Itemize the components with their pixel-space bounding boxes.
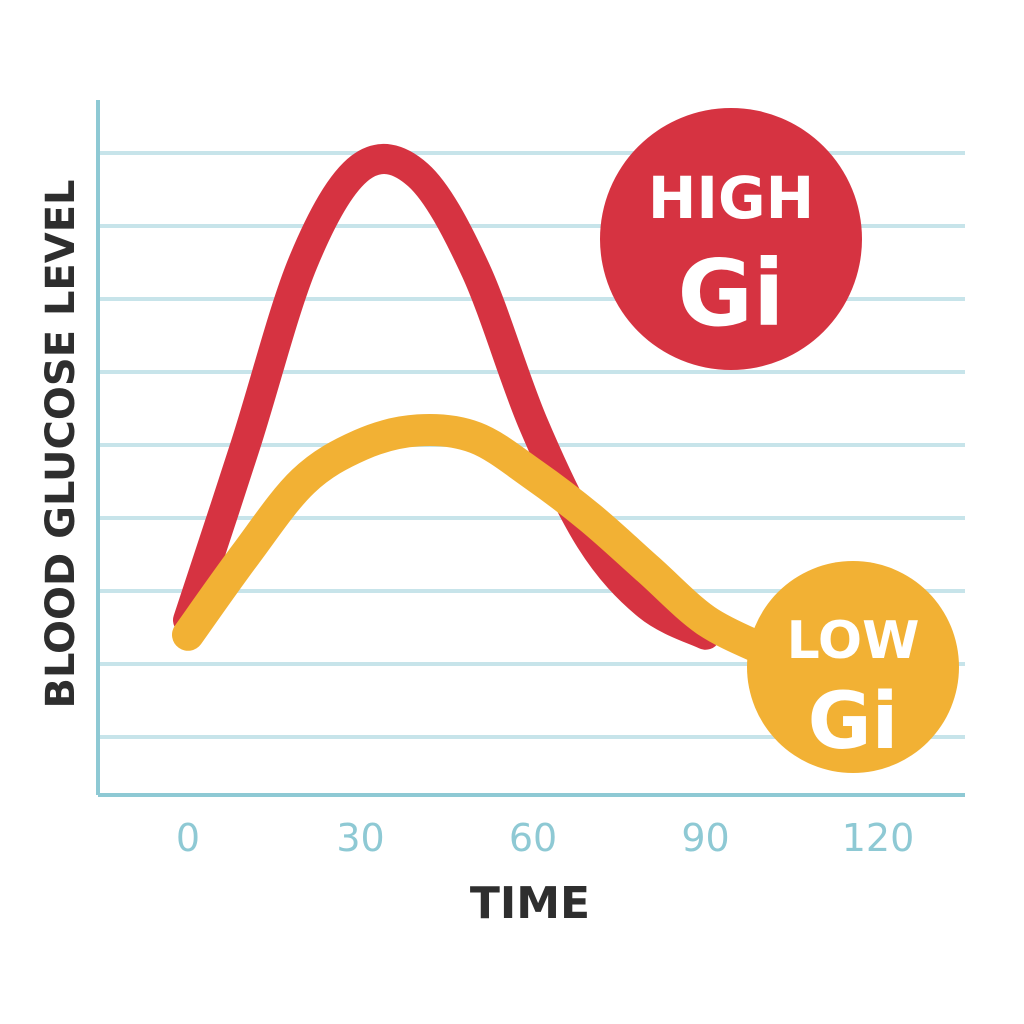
x-tick-label: 60 [509, 816, 557, 860]
x-tick-label: 120 [842, 816, 915, 860]
high-gi-badge-line2: Gi [677, 240, 784, 347]
low-gi-badge-line1: LOW [787, 611, 920, 671]
series-lines [172, 144, 779, 666]
low-gi-badge-line2: Gi [808, 677, 899, 767]
axes [96, 100, 965, 797]
x-tick-label: 0 [176, 816, 200, 860]
series-line-high-gi [173, 144, 721, 650]
low-gi-badge-circle [747, 561, 959, 773]
y-axis-title: BLOOD GLUCOSE LEVEL [38, 179, 84, 708]
high-gi-badge-circle [600, 108, 862, 370]
high-gi-badge-line1: HIGH [648, 164, 814, 232]
high-gi-badge: HIGH Gi [600, 108, 862, 370]
x-tick-labels: 0 30 60 90 120 [176, 816, 914, 860]
x-axis-title: TIME [470, 878, 590, 929]
x-tick-label: 30 [336, 816, 384, 860]
series-line-low-gi [172, 414, 779, 666]
low-gi-badge: LOW Gi [747, 561, 959, 773]
x-tick-label: 90 [681, 816, 729, 860]
